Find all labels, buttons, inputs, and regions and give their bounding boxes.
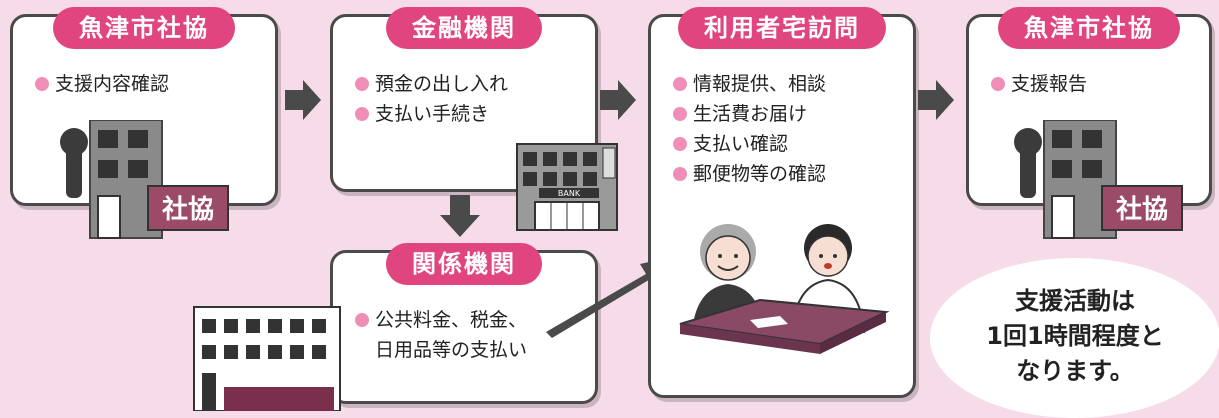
meeting-people-icon <box>679 224 890 354</box>
item-list: 預金の出し入れ 支払い手続き <box>355 69 508 129</box>
list-item: 生活費お届け <box>673 99 826 129</box>
list-item: 支援報告 <box>991 69 1087 99</box>
list-item: 情報提供、相談 <box>673 69 826 99</box>
list-item: 支援内容確認 <box>35 69 169 99</box>
box-shakyo-right: 魚津市社協 支援報告 <box>966 7 1212 206</box>
arrow-diagonal-icon <box>546 256 676 338</box>
box-title: 関係機関 <box>386 243 542 285</box>
bullet-dot-icon <box>991 77 1005 91</box>
bank-sign: BANK <box>558 189 581 198</box>
note-line: 1回1時間程度と <box>986 322 1164 350</box>
arrow-down-icon <box>440 195 480 237</box>
box-title: 金融機関 <box>386 7 542 49</box>
box-related-institutions: 関係機関 公共料金、税金、 日用品等の支払い <box>330 243 598 404</box>
item-list: 情報提供、相談 生活費お届け 支払い確認 郵便物等の確認 <box>673 69 826 189</box>
bullet-dot-icon <box>355 313 369 327</box>
box-title: 魚津市社協 <box>53 7 235 49</box>
building-sign: 社協 <box>162 194 214 225</box>
bullet-dot-icon <box>355 107 369 121</box>
item-list: 支援内容確認 <box>35 69 169 99</box>
arrow-right-icon <box>285 80 321 120</box>
note-text: 支援活動は 1回1時間程度と なります。 <box>960 284 1190 389</box>
bullet-dot-icon <box>35 77 49 91</box>
bullet-dot-icon <box>355 77 369 91</box>
note-line: 支援活動は <box>1015 287 1135 315</box>
list-item: 郵便物等の確認 <box>673 159 826 189</box>
arrow-right-icon <box>918 80 954 120</box>
list-item: 支払い手続き <box>355 99 508 129</box>
bullet-dot-icon <box>673 77 687 91</box>
shakyo-building-icon: 社協 <box>1014 120 1183 239</box>
list-item: 預金の出し入れ <box>355 69 508 99</box>
bullet-dot-icon <box>673 137 687 151</box>
note-bubble <box>930 258 1219 418</box>
note-line: なります。 <box>1016 357 1134 385</box>
item-list: 公共料金、税金、 日用品等の支払い <box>355 305 527 365</box>
shakyo-building-icon: 社協 <box>60 120 229 239</box>
item-list: 支援報告 <box>991 69 1087 99</box>
building-sign: 社協 <box>1116 194 1168 225</box>
box-title: 利用者宅訪問 <box>678 7 886 49</box>
arrow-right-icon <box>600 80 636 120</box>
list-item-continued: 日用品等の支払い <box>375 339 528 361</box>
box-title: 魚津市社協 <box>998 7 1180 49</box>
bullet-dot-icon <box>673 167 687 181</box>
bank-building-icon: BANK <box>516 143 618 231</box>
office-building-icon <box>193 306 341 411</box>
bullet-dot-icon <box>673 107 687 121</box>
list-item: 公共料金、税金、 <box>355 305 527 335</box>
list-item: 支払い確認 <box>673 129 826 159</box>
